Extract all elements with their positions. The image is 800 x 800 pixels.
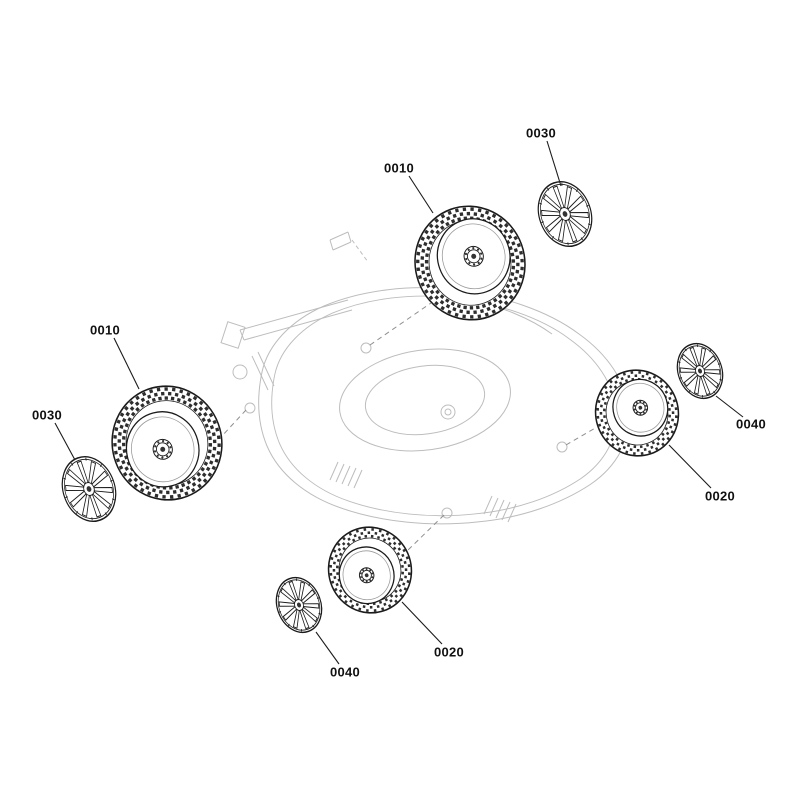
wheel-parts-layer [61, 181, 724, 634]
part-label-0010-left: 0010 [89, 322, 121, 338]
explode-dashed-lines [221, 302, 598, 552]
hubcap-illustration-bottom [275, 576, 323, 634]
wheel-illustration-bottom [327, 526, 413, 614]
part-label-0020-bottom: 0020 [433, 644, 465, 660]
part-label-0040-right: 0040 [735, 416, 767, 432]
part-label-0030-top: 0030 [525, 125, 557, 141]
label-leader-lines [54, 140, 744, 665]
wheel-illustration-left [111, 385, 223, 501]
hubcap-illustration-top [537, 181, 593, 247]
part-label-0010-top: 0010 [383, 160, 415, 176]
hubcap-illustration-right [676, 342, 724, 400]
part-label-0030-left: 0030 [31, 407, 63, 423]
wheel-illustration-right [594, 369, 680, 457]
part-label-0020-right: 0020 [704, 488, 736, 504]
wheel-illustration-top [414, 205, 526, 321]
part-label-0040-bottom: 0040 [329, 664, 361, 680]
hubcap-illustration-left [61, 456, 117, 522]
mower-ghost-outline [220, 231, 630, 525]
